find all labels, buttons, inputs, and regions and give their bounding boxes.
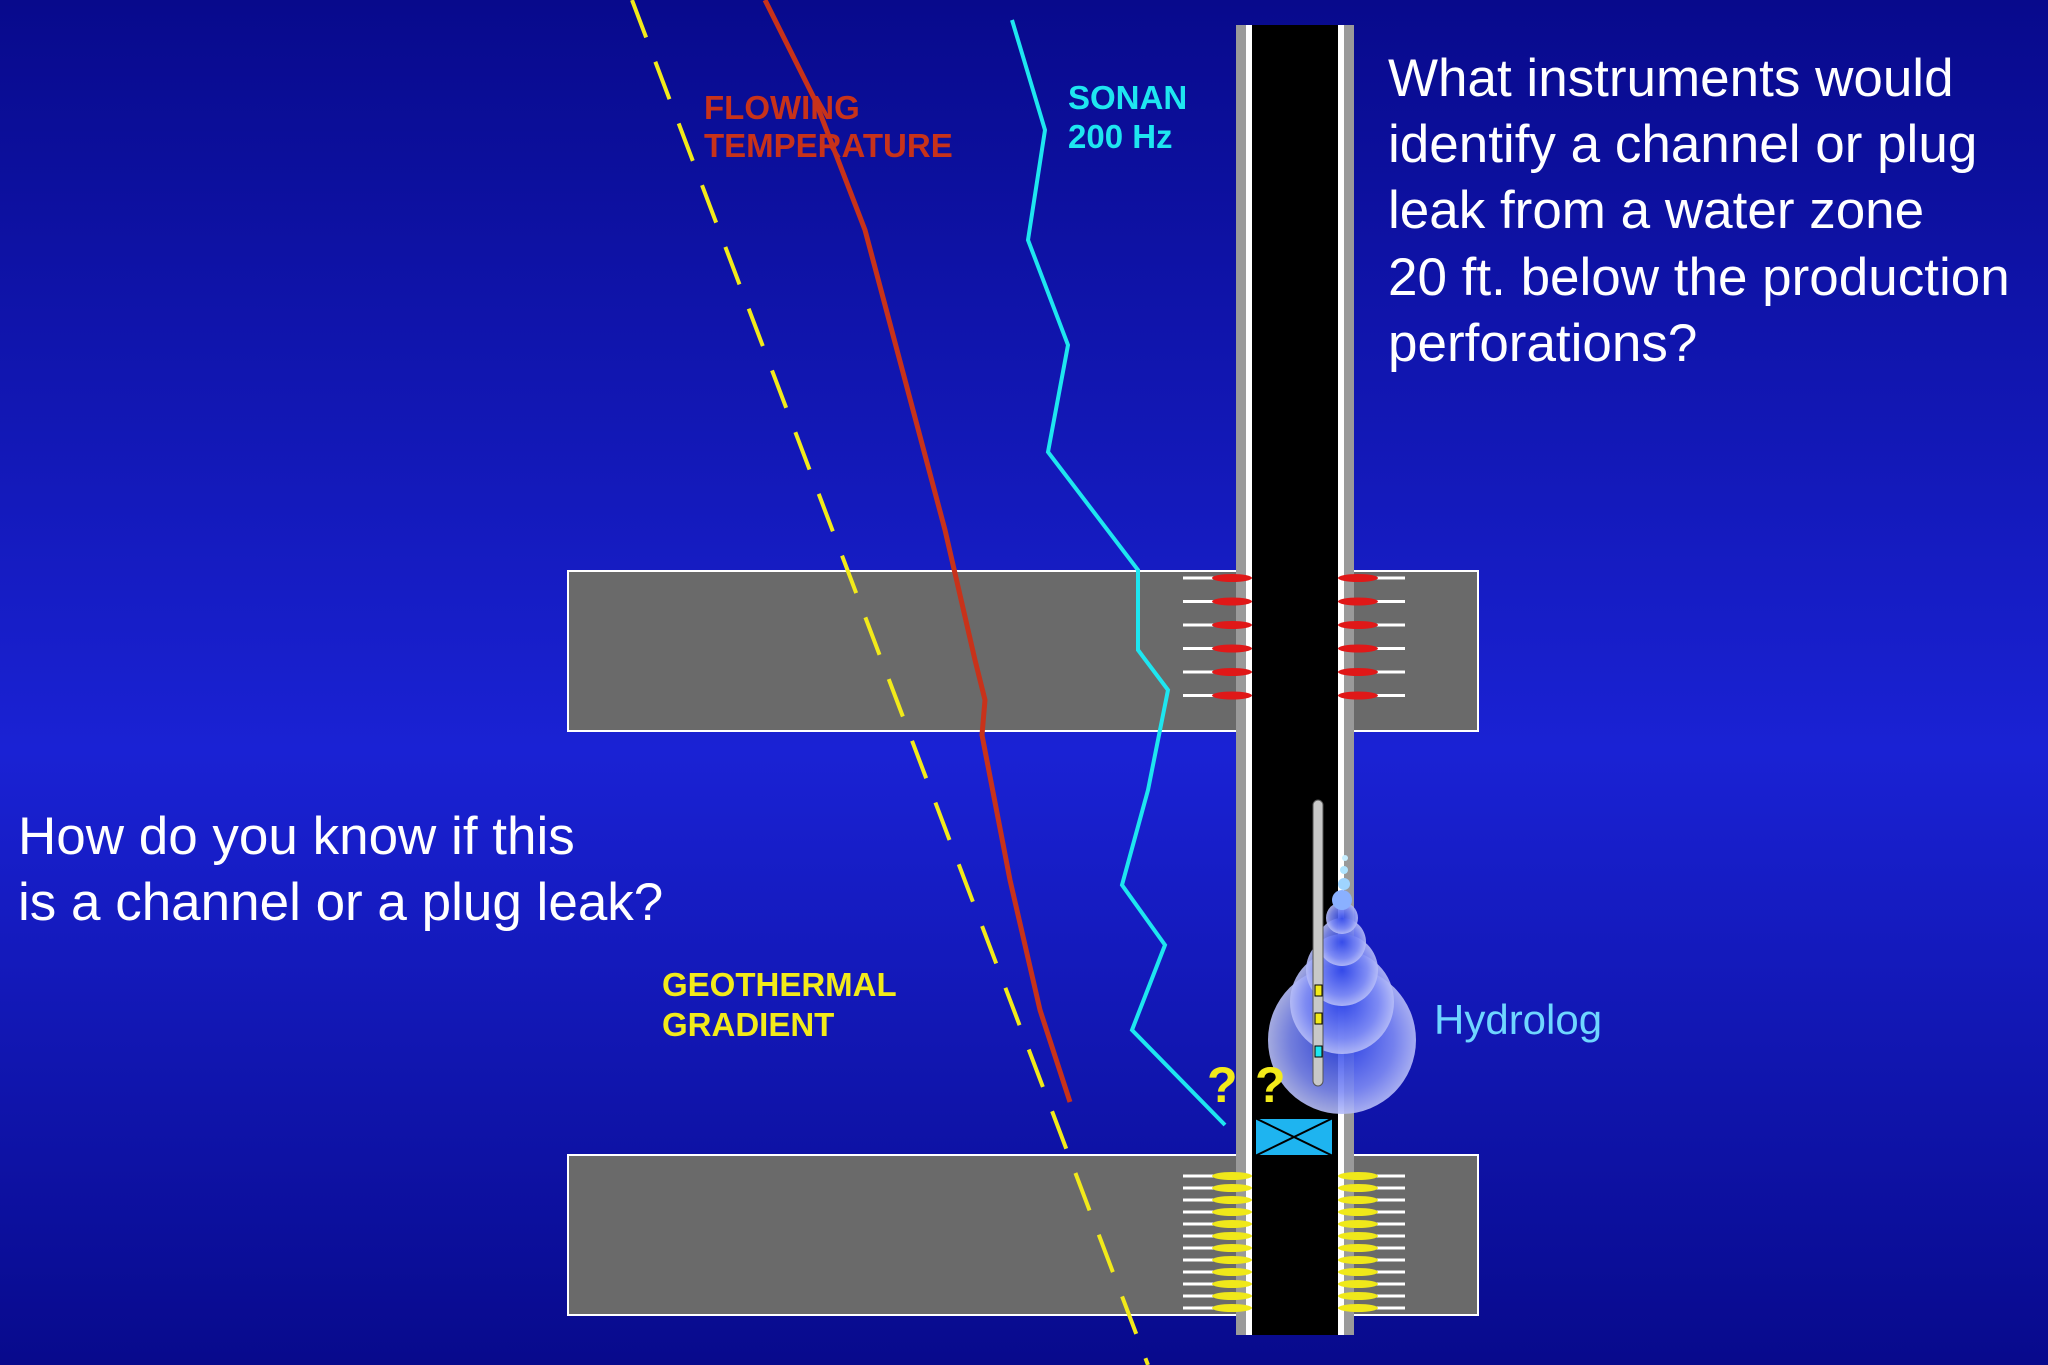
question-top: What instruments would identify a channe… xyxy=(1388,49,2024,373)
geothermal-gradient-label-line-1: GEOTHERMAL xyxy=(662,966,897,1003)
perforation-charge xyxy=(1338,1208,1378,1216)
hydrolog-sound-ripples xyxy=(1268,855,1416,1114)
bridge-plug xyxy=(1254,1117,1334,1157)
perforation-charge xyxy=(1338,1304,1378,1312)
perforation-charge xyxy=(1338,1244,1378,1252)
perforation-charge xyxy=(1338,644,1378,653)
perforation-charge xyxy=(1212,1196,1252,1204)
perforation-charge xyxy=(1338,1268,1378,1276)
flowing-temperature-label-line-2: TEMPERATURE xyxy=(704,127,953,164)
perforation-charge xyxy=(1212,668,1252,676)
flowing-temperature-label-line-1: FLOWING xyxy=(704,89,860,126)
flowing-temperature-label: FLOWING TEMPERATURE xyxy=(704,89,953,164)
perforation-charge xyxy=(1338,668,1378,676)
question-top-line-3: leak from a water zone xyxy=(1388,181,1924,240)
geothermal-gradient-label: GEOTHERMAL GRADIENT xyxy=(662,966,905,1043)
perforation-charge xyxy=(1212,1172,1252,1180)
perforation-charge xyxy=(1212,1292,1252,1300)
sonan-label-line-1: SONAN xyxy=(1068,79,1187,116)
perforation-charge xyxy=(1338,574,1378,582)
question-mark-right: ? xyxy=(1255,1057,1286,1113)
question-left-line-2: is a channel or a plug leak? xyxy=(18,873,663,932)
perforation-charge xyxy=(1212,1304,1252,1312)
perforation-charge xyxy=(1338,621,1378,629)
perforation-charge xyxy=(1212,1220,1252,1228)
question-top-line-2: identify a channel or plug xyxy=(1388,115,1977,174)
perforation-charge xyxy=(1212,1244,1252,1252)
perforation-charge xyxy=(1338,597,1378,606)
perforation-charge xyxy=(1338,1232,1378,1240)
hydrolog-tool xyxy=(1312,799,1324,1087)
perforation-charge xyxy=(1212,1208,1252,1216)
question-mark-left: ? xyxy=(1207,1057,1238,1113)
sonan-curve xyxy=(1010,19,1227,1127)
perforation-charge xyxy=(1212,597,1252,606)
perforation-charge xyxy=(1338,1196,1378,1204)
perforation-charge xyxy=(1338,1184,1378,1192)
perforation-charge xyxy=(1212,1268,1252,1276)
lower-perforations xyxy=(1183,1172,1405,1312)
sonan-label: SONAN 200 Hz xyxy=(1068,79,1196,155)
hydrolog-label: Hydrolog xyxy=(1434,996,1602,1043)
perforation-charge xyxy=(1338,1280,1378,1288)
question-top-line-4: 20 ft. below the production xyxy=(1388,248,2010,307)
perforation-charge xyxy=(1212,574,1252,582)
upper-perforations xyxy=(1183,574,1405,700)
perforation-charge xyxy=(1212,1280,1252,1288)
geothermal-gradient-curve xyxy=(630,0,1150,1365)
perforation-charge xyxy=(1212,1256,1252,1264)
question-left: How do you know if this is a channel or … xyxy=(18,807,663,932)
flowing-temperature-curve xyxy=(762,0,1073,1103)
question-top-line-5: perforations? xyxy=(1388,314,1697,373)
wellbore xyxy=(1236,25,1354,1335)
perforation-charge xyxy=(1212,1184,1252,1192)
perforation-charge xyxy=(1338,691,1378,700)
perforation-charge xyxy=(1338,1292,1378,1300)
perforation-charge xyxy=(1338,1220,1378,1228)
question-left-line-1: How do you know if this xyxy=(18,807,575,866)
question-top-line-1: What instruments would xyxy=(1388,49,1954,108)
perforation-charge xyxy=(1212,644,1252,653)
geothermal-gradient-label-line-2: GRADIENT xyxy=(662,1006,834,1043)
perforation-charge xyxy=(1338,1256,1378,1264)
perforation-charge xyxy=(1212,1232,1252,1240)
perforation-charge xyxy=(1212,621,1252,629)
perforation-charge xyxy=(1338,1172,1378,1180)
perforation-charge xyxy=(1212,691,1252,700)
sonan-label-line-2: 200 Hz xyxy=(1068,118,1173,155)
